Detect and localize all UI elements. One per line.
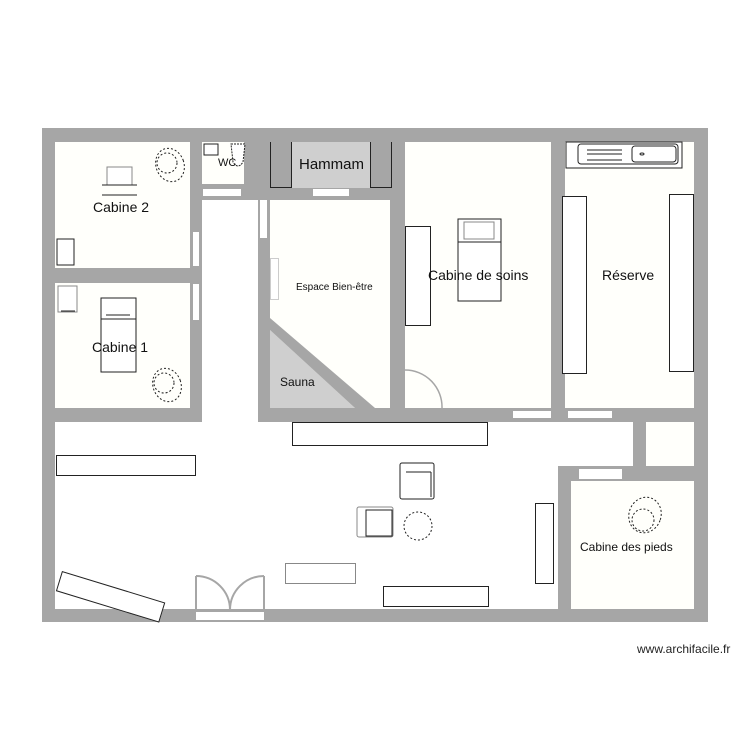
window-hammam[interactable] — [313, 188, 349, 197]
massage-table-cabine2-icon — [102, 166, 137, 196]
wall-bienetre-right — [390, 128, 405, 422]
window-pieds-top[interactable] — [579, 469, 622, 479]
window-reserve-bottom[interactable] — [568, 410, 612, 419]
room-label-cabine-des-pieds: Cabine des pieds — [580, 540, 673, 554]
room-label-cabine-1: Cabine 1 — [92, 339, 149, 355]
room-cabine-des-pieds[interactable] — [571, 481, 694, 610]
wall-cabines-bottom — [42, 408, 202, 422]
window-soins-bottom[interactable] — [513, 410, 551, 419]
room-label-sauna: Sauna — [280, 375, 315, 389]
room-label-cabine-de-soins: Cabine de soins — [428, 267, 529, 283]
sink-icon — [565, 141, 683, 169]
sink-cabine1-icon — [57, 285, 78, 313]
armchair-left-icon — [356, 506, 394, 538]
stool-pieds-icon — [628, 496, 662, 534]
window-bienetre-left[interactable] — [259, 200, 268, 238]
wall-cabine-divider — [42, 268, 202, 283]
bench-hall-right — [535, 503, 554, 584]
entrance-threshold[interactable] — [196, 611, 264, 621]
wc-toilet-icon — [203, 143, 246, 167]
cabinet-soins — [405, 226, 431, 326]
room-small-closet[interactable] — [646, 422, 694, 466]
wall-wc-right — [244, 128, 258, 200]
stool-cabine1-icon — [152, 367, 182, 403]
bench-hall-left — [56, 455, 196, 476]
bench-hall-low — [285, 563, 356, 584]
room-label-reserve: Réserve — [602, 267, 655, 283]
wall-soins-right — [551, 128, 565, 422]
shelf-reserve-left — [562, 196, 587, 374]
bench-hall-bottom — [383, 586, 489, 607]
panel-bienetre — [270, 258, 279, 300]
window-wc[interactable] — [203, 188, 241, 197]
room-label-espace-bien-etre: Espace Bien-être — [296, 282, 373, 293]
outer-wall-right — [694, 128, 708, 622]
shelf-reserve-right — [669, 194, 694, 372]
round-table-icon — [403, 511, 433, 541]
door-soins-icon — [394, 369, 443, 409]
sink-cabine2-icon — [56, 238, 75, 266]
window-cabine2[interactable] — [192, 232, 200, 266]
hammam-bench-left — [270, 142, 292, 188]
counter-rooms — [292, 422, 488, 446]
window-cabine1[interactable] — [192, 284, 200, 320]
massage-table-soins-icon — [457, 218, 502, 302]
room-cabine-2[interactable] — [55, 142, 190, 268]
outer-wall-top — [42, 128, 708, 142]
outer-wall-left — [42, 128, 55, 622]
room-label-hammam: Hammam — [299, 156, 365, 173]
hammam-bench-right — [370, 142, 392, 188]
massage-table-cabine1-icon — [100, 297, 137, 373]
room-label-cabine-2: Cabine 2 — [93, 199, 150, 215]
room-label-wc: WC — [218, 157, 237, 169]
stool-cabine2-icon — [155, 147, 185, 183]
wall-closet-left — [633, 408, 646, 481]
entrance-door-icon — [195, 575, 265, 611]
armchair-top-icon — [399, 462, 435, 500]
watermark-link[interactable]: www.archifacile.fr — [637, 642, 731, 656]
wall-pieds-left — [558, 466, 571, 622]
